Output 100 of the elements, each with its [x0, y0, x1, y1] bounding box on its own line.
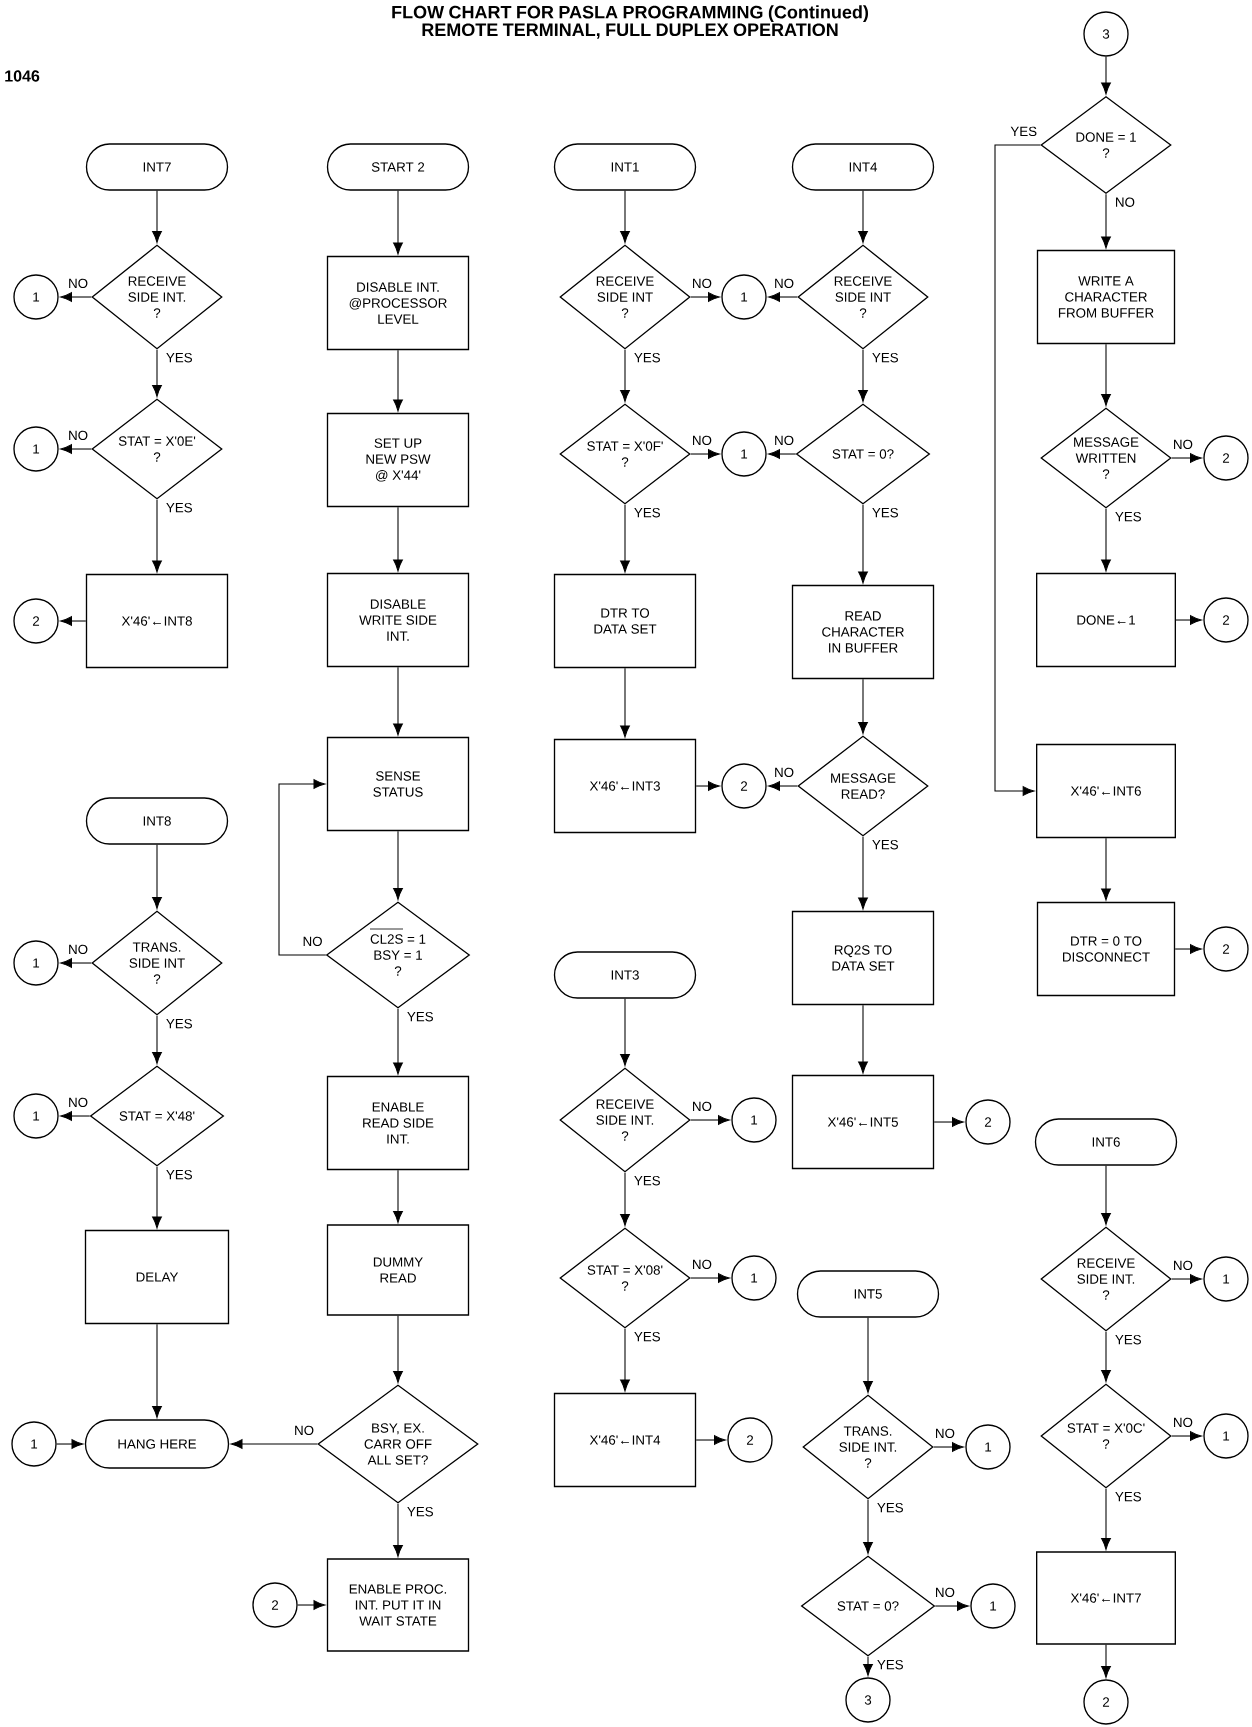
process-box: X'46'←INT8	[85, 573, 229, 669]
arrow	[60, 292, 92, 302]
edge-label: YES	[165, 1018, 194, 1030]
process-box: X'46'←INT3	[553, 738, 697, 834]
arrow	[1171, 1274, 1202, 1284]
edge-label: YES	[871, 839, 900, 851]
edge-label: YES	[1114, 511, 1143, 523]
edge-label: NO	[1172, 1259, 1194, 1271]
process-box: X'46'←INT4	[553, 1392, 697, 1488]
arrow	[1171, 1431, 1202, 1441]
arrow	[863, 1656, 873, 1676]
process-box: X'46'←INT5	[791, 1074, 935, 1170]
edge-label: YES	[633, 1331, 662, 1343]
edge-label: NO	[691, 277, 713, 289]
edge-label: NO	[67, 1096, 89, 1108]
process-box: ENABLE READ SIDE INT.	[326, 1075, 470, 1171]
arrow	[695, 781, 720, 791]
terminal-node: INT8	[85, 797, 229, 845]
edge-label: YES	[871, 352, 900, 364]
arrow	[934, 1601, 969, 1611]
arrow	[1101, 343, 1111, 406]
edge-label: NO	[1172, 1416, 1194, 1428]
edge-label: NO	[773, 434, 795, 446]
process-box: ENABLE PROC. INT. PUT IT IN WAIT STATE	[326, 1558, 470, 1652]
edge-label: NO	[301, 935, 324, 947]
arrow	[393, 666, 403, 736]
process-box: READ CHARACTER IN BUFFER	[791, 584, 935, 680]
arrow	[620, 1328, 630, 1392]
process-box: DUMMY READ	[326, 1224, 470, 1316]
edge-label: NO	[1172, 438, 1194, 450]
arrow	[768, 449, 797, 459]
process-box: DISABLE WRITE SIDE INT.	[326, 572, 470, 668]
arrow	[690, 1115, 730, 1125]
arrow	[933, 1117, 964, 1127]
process-box: DISABLE INT. @PROCESSOR LEVEL	[326, 255, 470, 351]
edge-label: YES	[876, 1659, 905, 1671]
arrow	[393, 506, 403, 572]
process-box: DTR = 0 TO DISCONNECT	[1036, 901, 1176, 997]
arrow	[768, 781, 798, 791]
arrow	[858, 349, 868, 402]
process-box: X'46'←INT6	[1036, 743, 1176, 839]
arrow	[393, 830, 403, 900]
edge-label: NO	[67, 277, 89, 289]
arrow	[620, 190, 630, 243]
arrow	[1101, 193, 1111, 249]
arrow	[152, 190, 162, 243]
arrow	[620, 1172, 630, 1226]
arrow	[1171, 453, 1202, 463]
arrow	[1101, 837, 1111, 901]
arrow	[152, 1323, 162, 1418]
edge-label: YES	[165, 1169, 194, 1181]
process-box: X'46'←INT7	[1036, 1551, 1176, 1645]
page-number: 1046	[5, 70, 40, 82]
arrow	[230, 1439, 318, 1449]
process-box: DONE←1	[1036, 572, 1176, 668]
process-box: DELAY	[84, 1229, 230, 1325]
edge-label: YES	[876, 1502, 905, 1514]
process-box: SENSE STATUS	[326, 736, 470, 832]
edge-label: YES	[1114, 1491, 1143, 1503]
arrow	[60, 1111, 91, 1121]
edge-label: NO	[691, 1258, 713, 1270]
arrow	[393, 349, 403, 412]
edge-label: YES	[1114, 1334, 1143, 1346]
arrow	[1101, 1488, 1111, 1550]
arrow	[60, 958, 92, 968]
edge-label: NO	[773, 277, 795, 289]
process-box: DTR TO DATA SET	[553, 573, 697, 669]
arrow	[858, 190, 868, 243]
edge-label: YES	[165, 502, 194, 514]
arrow	[152, 349, 162, 397]
terminal-node: INT3	[553, 951, 697, 999]
process-box: SET UP NEW PSW @ X'44'	[326, 412, 470, 508]
terminal-node: INT1	[553, 143, 697, 191]
arrow	[933, 1442, 964, 1452]
arrow	[1101, 56, 1111, 95]
edge-label: NO	[1114, 196, 1136, 208]
terminal-node: HANG HERE	[84, 1419, 230, 1469]
edge-label: NO	[691, 1100, 713, 1112]
arrow	[393, 190, 403, 255]
edge-label: NO	[934, 1427, 956, 1439]
terminal-node: INT5	[796, 1270, 940, 1318]
terminal-node: INT4	[791, 143, 935, 191]
edge-label: NO	[691, 434, 713, 446]
arrow	[1175, 615, 1202, 625]
arrow	[152, 1015, 162, 1064]
arrow	[620, 667, 630, 738]
edge-label: YES	[871, 507, 900, 519]
title: FLOW CHART FOR PASLA PROGRAMMING (Continued) REMOTE TERMINAL, FULL DUPLEX OPERATION	[392, 5, 868, 39]
arrow	[695, 1435, 726, 1445]
arrow	[858, 678, 868, 734]
edge-label: YES	[633, 1175, 662, 1187]
arrow	[152, 1166, 162, 1229]
arrow	[863, 1499, 873, 1554]
edge-label: YES	[165, 352, 194, 364]
arrow	[858, 1004, 868, 1074]
edge-label: YES	[633, 352, 662, 364]
arrow	[1174, 944, 1202, 954]
arrow	[1101, 1165, 1111, 1225]
edge-label: NO	[67, 429, 89, 441]
terminal-node: INT6	[1034, 1118, 1178, 1166]
